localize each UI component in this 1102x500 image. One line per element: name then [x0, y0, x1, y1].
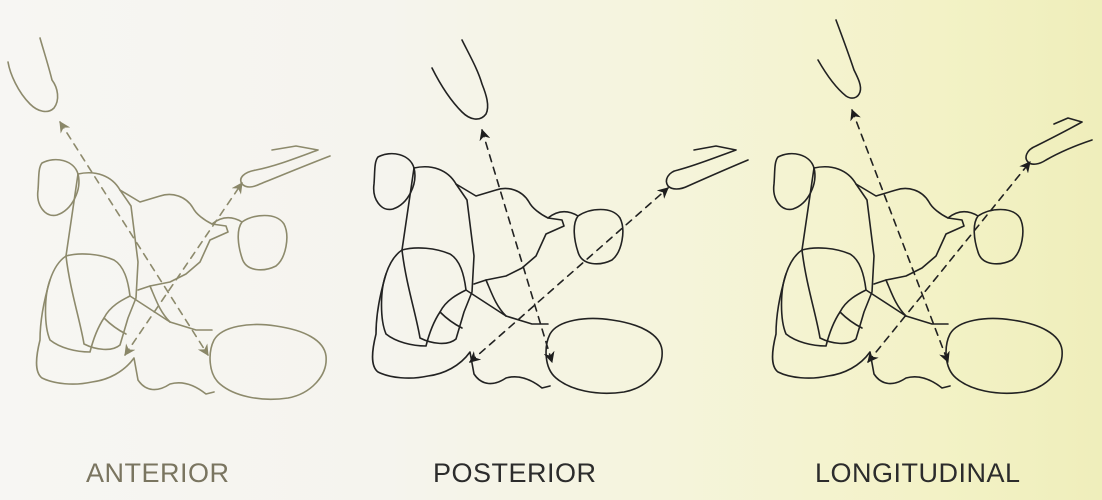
probe-top-posterior [432, 40, 488, 119]
panel-posterior [373, 40, 749, 393]
probe-right-posterior [666, 146, 748, 189]
label-anterior: ANTERIOR [86, 458, 230, 489]
probe-right-anterior [241, 146, 330, 187]
label-posterior: POSTERIOR [433, 458, 597, 489]
panel-longitudinal [773, 20, 1093, 393]
label-longitudinal: LONGITUDINAL [815, 458, 1021, 489]
probe-right-longitudinal [1026, 118, 1092, 164]
probe-top-longitudinal [818, 20, 861, 98]
panel-anterior [8, 38, 330, 399]
probe-top-anterior [8, 38, 58, 111]
